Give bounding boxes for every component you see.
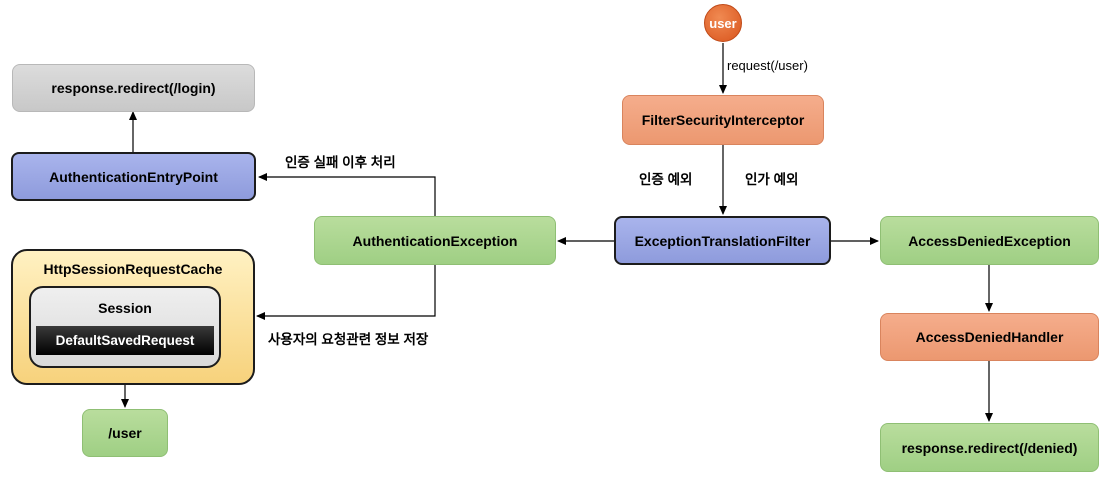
access-denied-exception-label: AccessDeniedException bbox=[908, 232, 1071, 249]
access-denied-handler-node: AccessDeniedHandler bbox=[880, 313, 1099, 361]
response-redirect-denied-node: response.redirect(/denied) bbox=[880, 423, 1099, 472]
edge-authex-to-requestcache bbox=[256, 265, 436, 320]
exception-translation-filter-node: ExceptionTranslationFilter bbox=[614, 216, 831, 265]
session-label: Session bbox=[98, 300, 152, 316]
label-authorization-error: 인가 예외 bbox=[745, 172, 799, 187]
label-after-auth-failure: 인증 실패 이후 처리 bbox=[285, 155, 396, 170]
exception-translation-filter-label: ExceptionTranslationFilter bbox=[634, 232, 811, 249]
http-session-request-cache-label: HttpSessionRequestCache bbox=[43, 261, 223, 277]
authentication-entry-point-node: AuthenticationEntryPoint bbox=[11, 152, 256, 201]
response-redirect-login-label: response.redirect(/login) bbox=[51, 80, 216, 96]
authentication-exception-node: AuthenticationException bbox=[314, 216, 556, 265]
access-denied-handler-label: AccessDeniedHandler bbox=[915, 329, 1064, 345]
access-denied-exception-node: AccessDeniedException bbox=[880, 216, 1099, 265]
user-actor-label: user bbox=[709, 15, 737, 31]
filter-security-interceptor-node: FilterSecurityInterceptor bbox=[622, 95, 824, 145]
label-request: request(/user) bbox=[727, 58, 808, 73]
authentication-entry-point-label: AuthenticationEntryPoint bbox=[49, 168, 218, 185]
default-saved-request-node: DefaultSavedRequest bbox=[36, 326, 214, 355]
authentication-exception-label: AuthenticationException bbox=[352, 232, 518, 249]
user-path-label: /user bbox=[108, 425, 142, 441]
response-redirect-login-node: response.redirect(/login) bbox=[12, 64, 255, 112]
filter-security-interceptor-label: FilterSecurityInterceptor bbox=[641, 112, 805, 128]
label-save-request-info: 사용자의 요청관련 정보 저장 bbox=[268, 332, 429, 347]
label-authentication-error: 인증 예외 bbox=[639, 172, 693, 187]
default-saved-request-label: DefaultSavedRequest bbox=[55, 333, 195, 348]
edge-authex-to-entrypoint bbox=[258, 173, 436, 216]
response-redirect-denied-label: response.redirect(/denied) bbox=[901, 439, 1078, 456]
user-path-node: /user bbox=[82, 409, 168, 457]
user-actor: user bbox=[704, 4, 742, 42]
